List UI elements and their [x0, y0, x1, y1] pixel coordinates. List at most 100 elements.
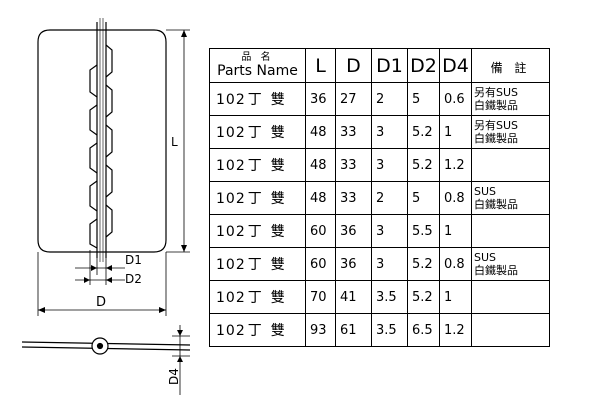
cell-D: 61 — [335, 313, 372, 347]
header-D1: D1 — [371, 48, 408, 83]
part-code: 102 — [216, 224, 246, 240]
hinge-leaf-outline — [37, 29, 167, 253]
cell-D2: 5.2 — [407, 280, 440, 314]
table-header-row: 品 名 Parts Name L D D1 D2 D4 備 註 — [209, 48, 550, 83]
cell-D4: 1 — [439, 115, 472, 149]
part-name-zh-1: 丁 — [247, 158, 263, 174]
note-line: SUS — [474, 185, 497, 198]
cell-D2: 5.2 — [407, 247, 440, 281]
cell-D1: 3 — [371, 247, 408, 281]
cell-D4: 0.6 — [439, 82, 472, 116]
cell-D: 41 — [335, 280, 372, 314]
header-D: D — [335, 48, 372, 83]
cell-D: 36 — [335, 214, 372, 248]
note-line: 白鐵製品 — [474, 99, 518, 112]
header-L: L — [305, 48, 336, 83]
cell-D1: 3 — [371, 214, 408, 248]
part-name-zh-1: 丁 — [247, 257, 263, 273]
note-line: 另有SUS — [474, 86, 519, 99]
cell-D4: 1 — [439, 280, 472, 314]
note-line: 白鐵製品 — [474, 264, 518, 277]
cell-D: 33 — [335, 115, 372, 149]
part-name-zh-1: 丁 — [247, 323, 263, 339]
header-parts-name: 品 名 Parts Name — [209, 48, 306, 83]
knuckle-teeth — [89, 64, 98, 249]
cell-D1: 3.5 — [371, 280, 408, 314]
cell-D1: 2 — [371, 82, 408, 116]
cell-D2: 5.2 — [407, 115, 440, 149]
header-D2: D2 — [407, 48, 440, 83]
part-code: 102 — [216, 257, 246, 273]
part-code: 102 — [216, 323, 246, 339]
note-line: 另有SUS — [474, 119, 519, 132]
part-code: 102 — [216, 125, 246, 141]
note-line: 白鐵製品 — [474, 198, 518, 211]
part-code: 102 — [216, 158, 246, 174]
cell-L: 48 — [305, 148, 336, 182]
cell-note — [471, 214, 550, 248]
part-name-zh-2: 雙 — [270, 290, 286, 306]
cell-D2: 5 — [407, 82, 440, 116]
cell-D1: 2 — [371, 181, 408, 215]
cell-L: 36 — [305, 82, 336, 116]
cell-D4: 0.8 — [439, 181, 472, 215]
part-name-zh-2: 雙 — [270, 158, 286, 174]
cell-D1: 3.5 — [371, 313, 408, 347]
header-D4: D4 — [439, 48, 472, 83]
part-name-zh-1: 丁 — [247, 191, 263, 207]
cell-note — [471, 313, 550, 347]
cell-L: 48 — [305, 115, 336, 149]
cell-D4: 1.2 — [439, 313, 472, 347]
cell-D: 33 — [335, 148, 372, 182]
header-note: 備 註 — [471, 48, 550, 83]
cell-D1: 3 — [371, 148, 408, 182]
cell-note — [471, 148, 550, 182]
part-name-zh-2: 雙 — [270, 257, 286, 273]
part-name-zh-1: 丁 — [247, 125, 263, 141]
dim-label-L: L — [171, 135, 178, 149]
dim-label-D2: D2 — [125, 272, 142, 286]
cell-D4: 1.2 — [439, 148, 472, 182]
cell-L: 70 — [305, 280, 336, 314]
part-name-zh-2: 雙 — [270, 224, 286, 240]
part-name-zh-1: 丁 — [247, 290, 263, 306]
part-name-zh-2: 雙 — [270, 191, 286, 207]
hinge-drawing: L D1 D2 D D4 — [21, 18, 191, 395]
cell-D2: 6.5 — [407, 313, 440, 347]
part-name-zh-2: 雙 — [270, 323, 286, 339]
part-name-zh-1: 丁 — [247, 224, 263, 240]
part-code: 102 — [216, 92, 246, 108]
cell-D: 33 — [335, 181, 372, 215]
cell-L: 60 — [305, 247, 336, 281]
part-code: 102 — [216, 191, 246, 207]
note-line: SUS — [474, 251, 497, 264]
cell-D2: 5 — [407, 181, 440, 215]
cell-L: 60 — [305, 214, 336, 248]
cell-D2: 5.5 — [407, 214, 440, 248]
cell-note — [471, 280, 550, 314]
cell-D2: 5.2 — [407, 148, 440, 182]
cell-D4: 1 — [439, 214, 472, 248]
header-name-zh: 品 名 — [241, 52, 274, 63]
part-name-zh-2: 雙 — [270, 125, 286, 141]
cell-L: 93 — [305, 313, 336, 347]
note-line: 白鐵製品 — [474, 132, 518, 145]
dim-label-D: D — [96, 295, 106, 310]
part-code: 102 — [216, 290, 246, 306]
cell-D: 36 — [335, 247, 372, 281]
cell-D1: 3 — [371, 115, 408, 149]
